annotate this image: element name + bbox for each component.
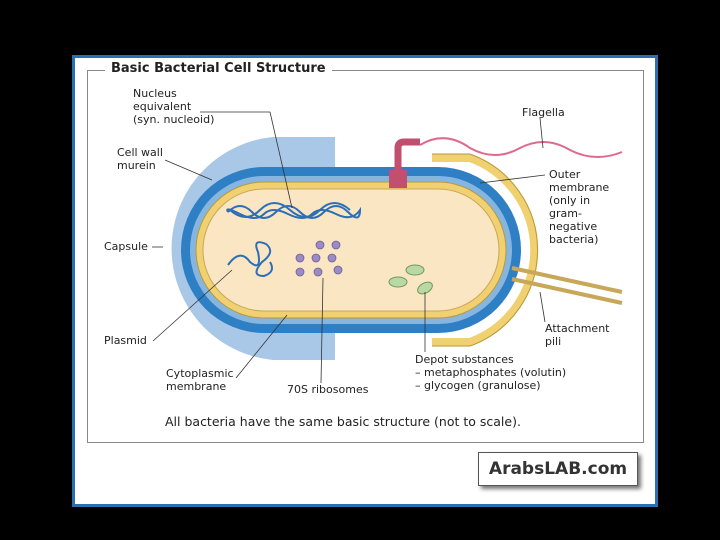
pilus — [511, 277, 623, 305]
label-ribosomes: 70S ribosomes — [287, 383, 369, 396]
diagram-title: Basic Bacterial Cell Structure — [105, 61, 332, 76]
label-outer-membrane: Outer membrane (only in gram- negative b… — [549, 168, 610, 246]
depot-granule — [405, 264, 425, 276]
label-cytoplasmic-membrane: Cytoplasmic membrane — [166, 367, 234, 393]
label-attachment-pili: Attachment pili — [545, 322, 610, 348]
depot-granule — [388, 276, 408, 288]
nucleoid — [226, 205, 362, 219]
label-depot-substances: Depot substances – metaphosphates (volut… — [415, 353, 567, 392]
flagellum-hook — [394, 138, 420, 180]
plasmid — [227, 241, 273, 278]
pilus — [511, 266, 623, 294]
ribosomes — [295, 240, 343, 277]
label-capsule: Capsule — [104, 240, 148, 253]
figure-caption: All bacteria have the same basic structu… — [165, 414, 521, 429]
depot-granule — [417, 281, 433, 295]
outer-membrane — [432, 154, 539, 346]
leader-lines — [152, 111, 546, 384]
label-nucleus: Nucleus equivalent (syn. nucleoid) — [133, 87, 215, 126]
watermark-logo: ArabsLAB.com — [478, 452, 638, 486]
label-plasmid: Plasmid — [104, 334, 147, 347]
label-flagella: Flagella — [522, 106, 565, 119]
label-cell-wall: Cell wall murein — [117, 146, 163, 172]
cytoplasm — [202, 188, 500, 312]
flagellum — [419, 137, 623, 158]
figure-frame — [87, 70, 644, 443]
